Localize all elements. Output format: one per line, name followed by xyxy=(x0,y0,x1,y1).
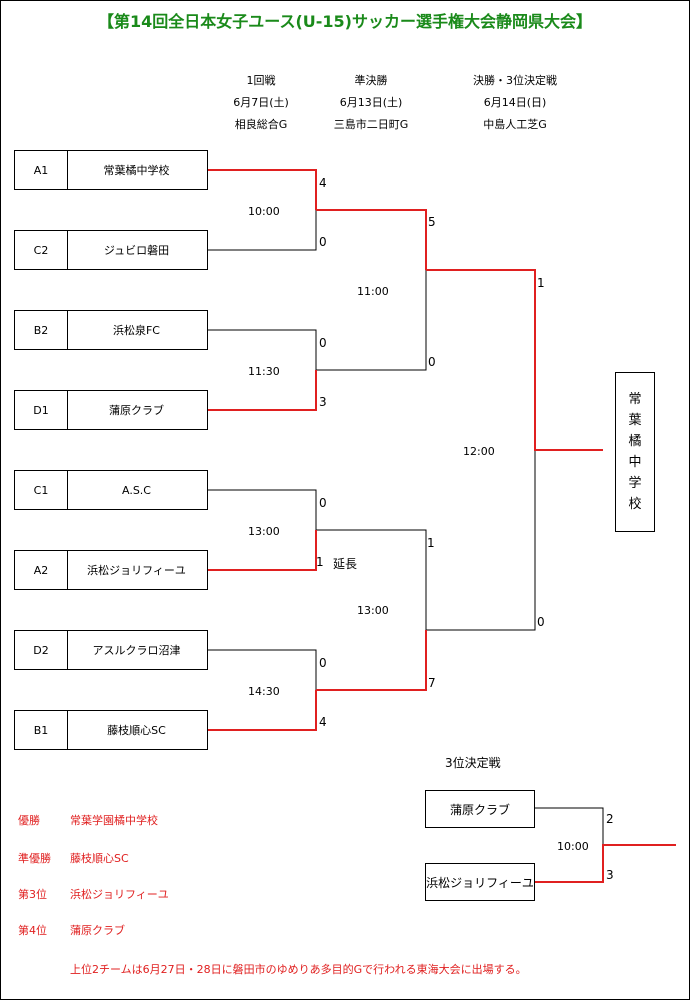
team-name: アスルクラロ沼津 xyxy=(66,630,208,670)
final-date: 6月14日(日) xyxy=(483,96,547,109)
bracket-line xyxy=(426,450,536,631)
bracket-line xyxy=(316,529,427,630)
score: 4 xyxy=(319,715,327,729)
score: 1 xyxy=(427,536,435,550)
team-seed: A2 xyxy=(14,550,68,590)
semifinal-header: 準決勝 6月13日(土) 三島市二日町G xyxy=(306,70,436,136)
result-rank: 第4位 xyxy=(18,924,47,937)
round1-name: 1回戦 xyxy=(246,74,276,87)
score: 5 xyxy=(428,215,436,229)
round1-header: 1回戦 6月7日(土) 相良総合G xyxy=(196,70,326,136)
winner-line xyxy=(208,370,317,411)
third-place-team: 蒲原クラブ xyxy=(425,790,535,828)
bracket-line xyxy=(208,489,317,530)
team-seed: C2 xyxy=(14,230,68,270)
winner-line xyxy=(316,630,427,691)
winner-line xyxy=(426,269,603,451)
score: 0 xyxy=(319,336,327,350)
team-name: ジュビロ磐田 xyxy=(66,230,208,270)
team-seed: B1 xyxy=(14,710,68,750)
result-rank: 優勝 xyxy=(18,814,40,827)
score: 0 xyxy=(428,355,436,369)
score: 0 xyxy=(319,496,327,510)
match-time: 13:00 xyxy=(248,525,280,538)
winner-line xyxy=(534,844,676,883)
score: 3 xyxy=(606,868,614,882)
bracket-line xyxy=(534,807,604,845)
team-seed: A1 xyxy=(14,150,68,190)
team-name: 浜松泉FC xyxy=(66,310,208,350)
match-time: 13:00 xyxy=(357,604,389,617)
third-place-title: 3位決定戦 xyxy=(445,756,501,770)
champion-char: 中 xyxy=(628,455,642,470)
result-team: 藤枝順心SC xyxy=(70,852,129,865)
score: 1 xyxy=(537,276,545,290)
final-header: 決勝・3位決定戦 6月14日(日) 中島人工芝G xyxy=(450,70,580,136)
winner-line xyxy=(208,690,317,731)
result-rank: 準優勝 xyxy=(18,852,51,865)
champion-box: 常 葉 橘 中 学 校 xyxy=(615,372,655,532)
qualification-note: 上位2チームは6月27日・28日に磐田市のゆめりあ多目的Gで行われる東海大会に出… xyxy=(70,963,527,976)
page-title: 【第14回全日本女子ユース(U-15)サッカー選手権大会静岡県大会】 xyxy=(98,12,592,31)
match-time: 11:00 xyxy=(357,285,389,298)
winner-line xyxy=(316,209,427,270)
team-name: 浜松ジョリフィーユ xyxy=(66,550,208,590)
result-rank: 第3位 xyxy=(18,888,47,901)
champion-char: 学 xyxy=(628,476,642,491)
winner-line xyxy=(208,530,317,571)
team-name: 常葉橘中学校 xyxy=(66,150,208,190)
winner-line xyxy=(208,169,317,210)
champion-char: 橘 xyxy=(628,434,642,449)
team-seed: D2 xyxy=(14,630,68,670)
round1-venue: 相良総合G xyxy=(234,118,288,131)
team-name: 藤枝順心SC xyxy=(66,710,208,750)
match-time: 10:00 xyxy=(248,205,280,218)
team-seed: D1 xyxy=(14,390,68,430)
final-name: 決勝・3位決定戦 xyxy=(473,74,557,87)
result-team: 常葉学園橘中学校 xyxy=(70,814,158,827)
score: 3 xyxy=(319,395,327,409)
result-team: 浜松ジョリフィーユ xyxy=(70,888,169,901)
extra-time-label: 延長 xyxy=(333,557,358,571)
score: 7 xyxy=(428,676,436,690)
match-time: 11:30 xyxy=(248,365,280,378)
match-time: 10:00 xyxy=(557,840,589,853)
semifinal-venue: 三島市二日町G xyxy=(333,118,409,131)
team-name: 蒲原クラブ xyxy=(66,390,208,430)
score: 0 xyxy=(319,235,327,249)
third-place-team: 浜松ジョリフィーユ xyxy=(425,863,535,901)
round1-date: 6月7日(土) xyxy=(233,96,289,109)
team-seed: B2 xyxy=(14,310,68,350)
score: 1 xyxy=(316,555,324,569)
score: 0 xyxy=(537,615,545,629)
bracket-line xyxy=(208,210,317,251)
score: 0 xyxy=(319,656,327,670)
semifinal-name: 準決勝 xyxy=(354,74,388,87)
score: 4 xyxy=(319,176,327,190)
match-time: 14:30 xyxy=(248,685,280,698)
bracket-line xyxy=(208,329,317,370)
match-time: 12:00 xyxy=(463,445,495,458)
score: 2 xyxy=(606,812,614,826)
final-venue: 中島人工芝G xyxy=(483,118,547,131)
team-name: A.S.C xyxy=(66,470,208,510)
champion-char: 校 xyxy=(628,497,642,512)
bracket-line xyxy=(316,270,427,371)
semifinal-date: 6月13日(土) xyxy=(339,96,403,109)
champion-char: 常 xyxy=(628,392,642,407)
bracket-line xyxy=(208,649,317,690)
team-seed: C1 xyxy=(14,470,68,510)
result-team: 蒲原クラブ xyxy=(70,924,125,937)
champion-char: 葉 xyxy=(628,413,642,428)
